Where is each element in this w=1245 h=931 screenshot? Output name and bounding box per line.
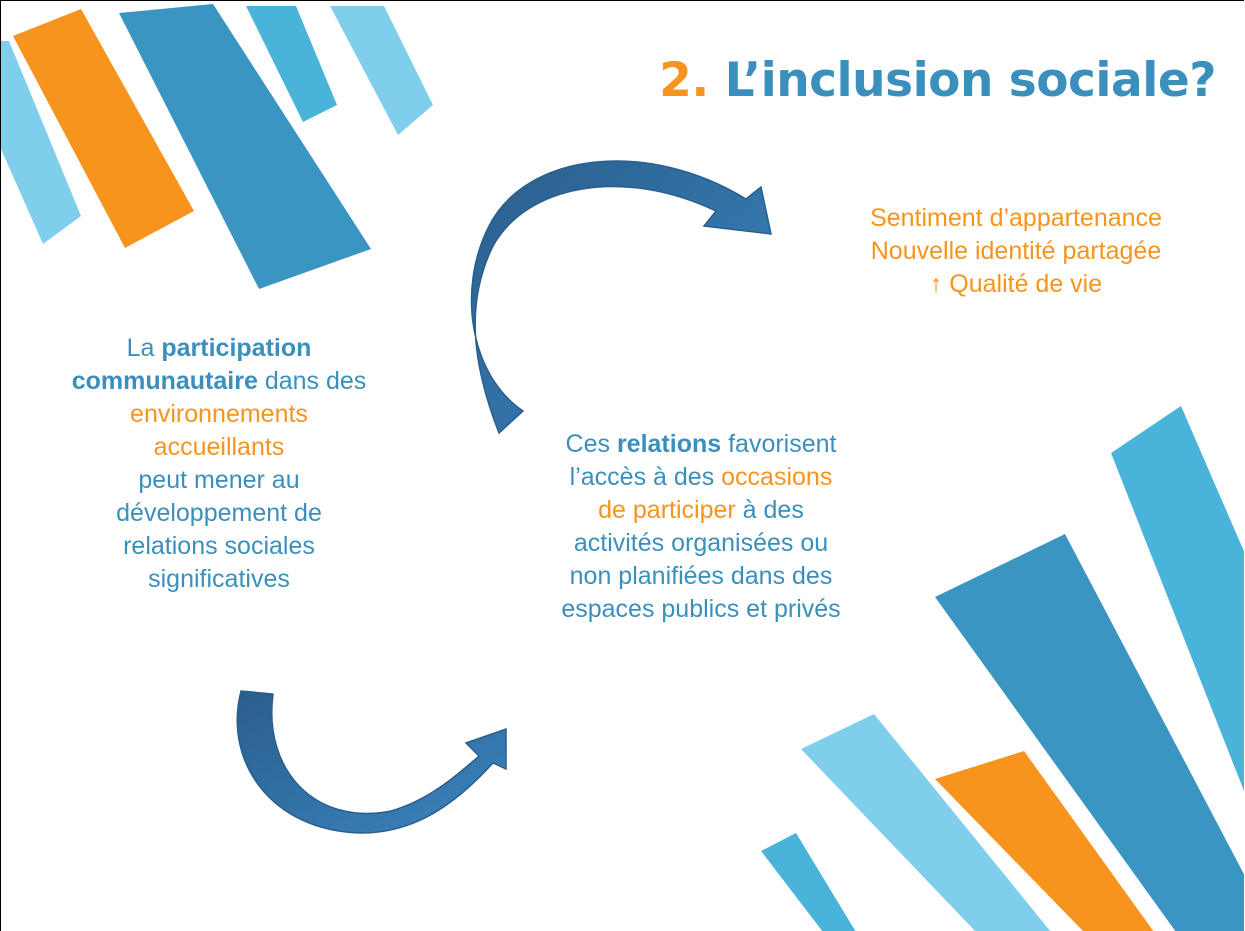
text-highlight: accueillants: [153, 433, 285, 461]
upper-curved-arrow: [470, 160, 772, 435]
text-word: à des: [742, 496, 804, 524]
title-text: L’inclusion sociale?: [724, 53, 1217, 108]
bottom-right-stripes: [761, 406, 1244, 931]
title-number: 2.: [659, 53, 709, 108]
text-word: favorisent: [728, 430, 837, 458]
text-line: relations sociales: [123, 532, 315, 560]
outcomes-text: Sentiment d’appartenance Nouvelle identi…: [816, 202, 1216, 301]
curved-arrow-icon: [236, 690, 507, 834]
stripe-blue-br: [935, 534, 1244, 931]
relations-text: Ces relations favorisent l’accès à des o…: [506, 428, 896, 626]
text-line: activités organisées ou: [573, 529, 829, 557]
text-highlight: occasions: [721, 463, 833, 491]
outcome-line: Sentiment d’appartenance: [870, 204, 1162, 232]
text-word: Ces: [565, 430, 610, 458]
stripe-light-blue-2: [330, 6, 433, 135]
text-highlight: de participer: [598, 496, 736, 524]
page-title: 2. L’inclusion sociale?: [659, 53, 1216, 108]
text-highlight: environnements: [130, 400, 308, 428]
text-line: de participer à des: [506, 494, 896, 527]
text-line: non planifiées dans des: [569, 562, 833, 590]
curved-arrow-icon: [470, 160, 772, 435]
text-line: La participation: [19, 332, 419, 365]
text-emphasis: communautaire: [71, 367, 258, 395]
lower-curved-arrow: [236, 690, 507, 834]
text-word: dans des: [264, 367, 367, 395]
text-line: communautaire dans des: [19, 365, 419, 398]
participation-text: La participation communautaire dans des …: [19, 332, 419, 596]
stripe-orange: [13, 9, 194, 248]
stripe-light-blue: [1, 41, 81, 244]
stripe-sky-blue: [246, 6, 337, 122]
outcome-line: Nouvelle identité partagée: [870, 237, 1162, 265]
text-line: espaces publics et privés: [561, 595, 841, 623]
stripe-sky-blue-br: [1111, 406, 1244, 791]
stripe-blue: [119, 4, 371, 289]
text-word: La: [126, 334, 155, 362]
text-emphasis: relations: [616, 430, 722, 458]
stripe-light-blue-br: [801, 714, 1051, 931]
text-line: Ces relations favorisent: [506, 428, 896, 461]
outcome-line: ↑ Qualité de vie: [929, 270, 1103, 298]
text-emphasis: participation: [161, 334, 312, 362]
text-line: l’accès à des occasions: [506, 461, 896, 494]
text-word: l’accès à des: [569, 463, 715, 491]
text-line: peut mener au: [138, 466, 300, 494]
stripe-orange-br: [935, 751, 1154, 931]
stripe-sky-blue-br2: [761, 833, 856, 931]
text-line: développement de: [116, 499, 322, 527]
text-line: significatives: [148, 565, 290, 593]
top-left-stripes: [1, 4, 433, 289]
